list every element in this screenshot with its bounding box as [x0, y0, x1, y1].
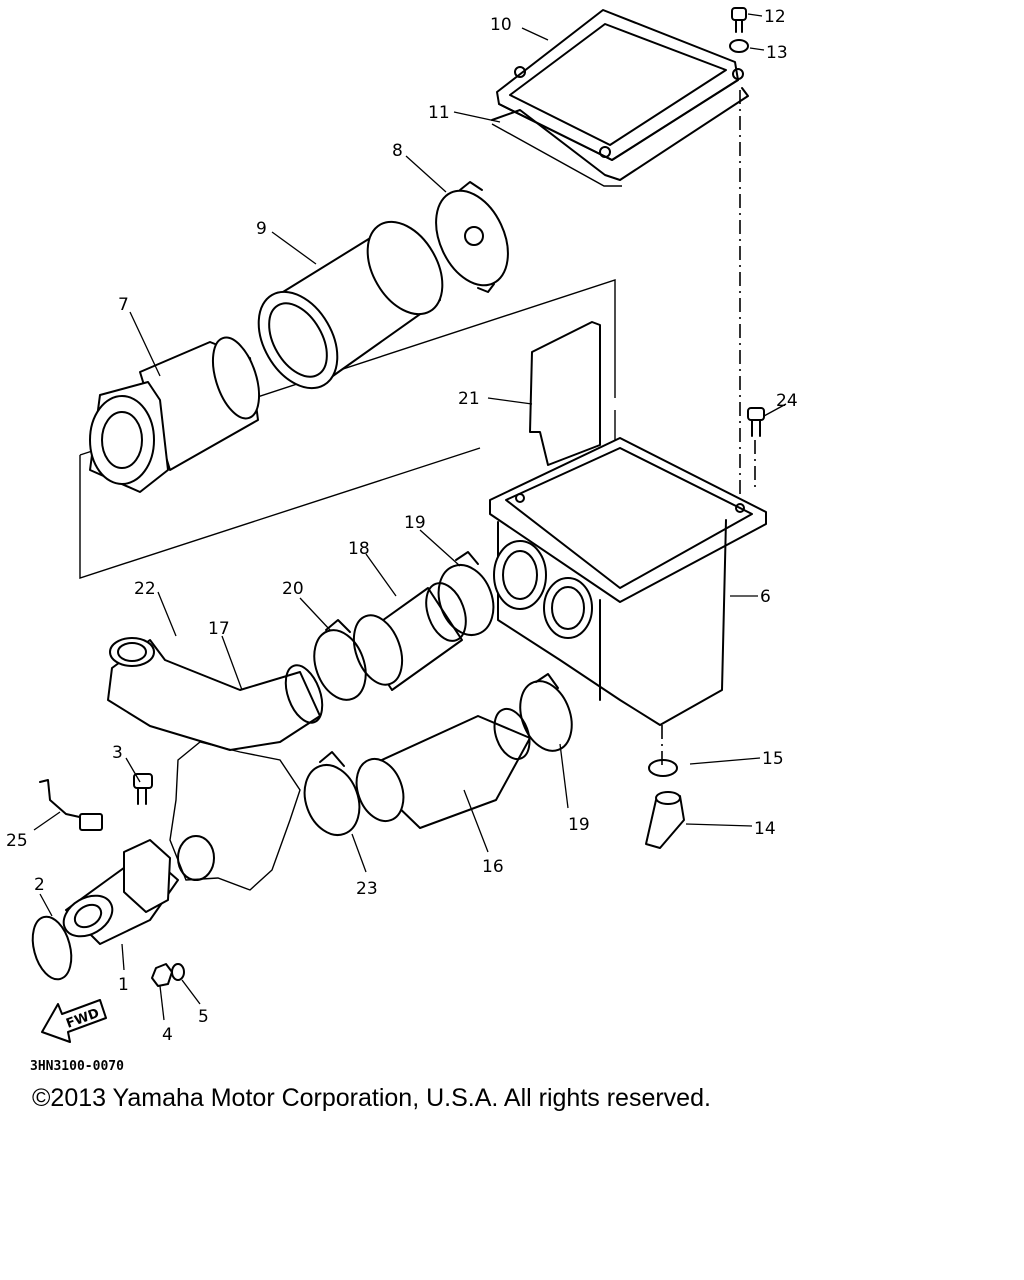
- intake-duct: [107, 637, 324, 751]
- sensor-lead: [39, 779, 85, 819]
- clamp-20: [313, 619, 367, 701]
- callout-3: 3: [112, 743, 123, 763]
- clamp-19-lower: [519, 673, 573, 752]
- filter-cap: [435, 181, 509, 293]
- cover-bolt: [731, 7, 747, 33]
- hose-clip: [648, 759, 678, 777]
- callout-23: 23: [356, 879, 378, 899]
- callout-12: 12: [764, 7, 786, 27]
- air-box: [489, 437, 767, 726]
- callout-8: 8: [392, 141, 403, 161]
- parts-diagram: FWD 10 12 13 11 8 9 7 21 24 19 18 6 22 2…: [6, 7, 798, 1074]
- joint-16: [355, 707, 531, 829]
- clamp-19-upper: [437, 551, 495, 636]
- air-box-cover-gasket: [491, 87, 749, 181]
- engine-block-outline: [169, 741, 301, 891]
- callout-24: 24: [776, 391, 798, 411]
- air-box-joint: [352, 582, 467, 691]
- air-box-cover: [496, 9, 744, 161]
- callout-16: 16: [482, 857, 504, 877]
- callout-7: 7: [118, 295, 129, 315]
- callout-4: 4: [162, 1025, 173, 1045]
- joint-o-ring: [31, 915, 73, 981]
- hex-nut: [151, 963, 173, 987]
- callout-5: 5: [198, 1007, 209, 1027]
- carburetor-joint: [62, 839, 179, 945]
- callout-1: 1: [118, 975, 129, 995]
- sensor-connector: [79, 813, 103, 831]
- callout-22: 22: [134, 579, 156, 599]
- callout-17: 17: [208, 619, 230, 639]
- lock-washer: [171, 963, 185, 981]
- clamp-23: [303, 751, 361, 836]
- callout-19-upper: 19: [404, 513, 426, 533]
- callout-9: 9: [256, 219, 267, 239]
- cover-washer: [729, 39, 749, 53]
- drain-hose: [645, 791, 685, 849]
- callout-10: 10: [490, 15, 512, 35]
- callout-18: 18: [348, 539, 370, 559]
- box-bolt: [747, 407, 765, 437]
- callout-14: 14: [754, 819, 776, 839]
- callout-21: 21: [458, 389, 480, 409]
- callout-19-lower: 19: [568, 815, 590, 835]
- filter-guide: [89, 336, 261, 493]
- separator-plate: [529, 321, 601, 466]
- callout-15: 15: [762, 749, 784, 769]
- callout-2: 2: [34, 875, 45, 895]
- forward-arrow-icon: FWD: [41, 999, 107, 1043]
- air-filter-element: [257, 220, 444, 390]
- callout-11: 11: [428, 103, 450, 123]
- callout-6: 6: [760, 587, 771, 607]
- copyright-notice: ©2013 Yamaha Motor Corporation, U.S.A. A…: [32, 1084, 711, 1112]
- drawing-code: 3HN3100-0070: [30, 1059, 124, 1074]
- callout-25: 25: [6, 831, 28, 851]
- intake-bolt: [133, 773, 153, 805]
- callout-13: 13: [766, 43, 788, 63]
- callout-20: 20: [282, 579, 304, 599]
